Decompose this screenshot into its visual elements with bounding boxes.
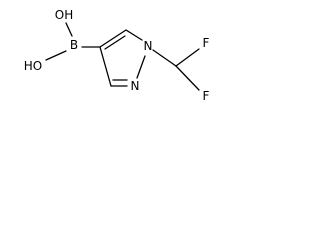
bond-b-oh-left [45, 50, 67, 61]
atom-oh-top: OH [55, 8, 73, 22]
atom-f-bottom: F [203, 89, 210, 103]
atom-oh-left: HO [24, 59, 42, 73]
bond-n1-n2 [136, 55, 146, 79]
atom-labels: OH HO B N N F F [24, 8, 210, 103]
bond-c3-c4 [99, 46, 112, 87]
bond-n1-chf2 [152, 49, 177, 67]
atom-n2: N [131, 79, 140, 93]
atom-boron: B [70, 38, 78, 52]
bond-c4-c5-inner [104, 35, 126, 50]
bond-b-oh-top [65, 22, 73, 37]
bonds [45, 22, 200, 91]
bond-c-f-bottom [175, 65, 200, 91]
chemical-structure: OH HO B N N F F [24, 8, 210, 103]
bond-c5-n1 [125, 29, 143, 41]
atom-n1: N [144, 39, 153, 53]
bond-c4-c5 [99, 29, 127, 48]
atom-f-top: F [203, 36, 210, 50]
bond-c-f-top [175, 48, 200, 67]
